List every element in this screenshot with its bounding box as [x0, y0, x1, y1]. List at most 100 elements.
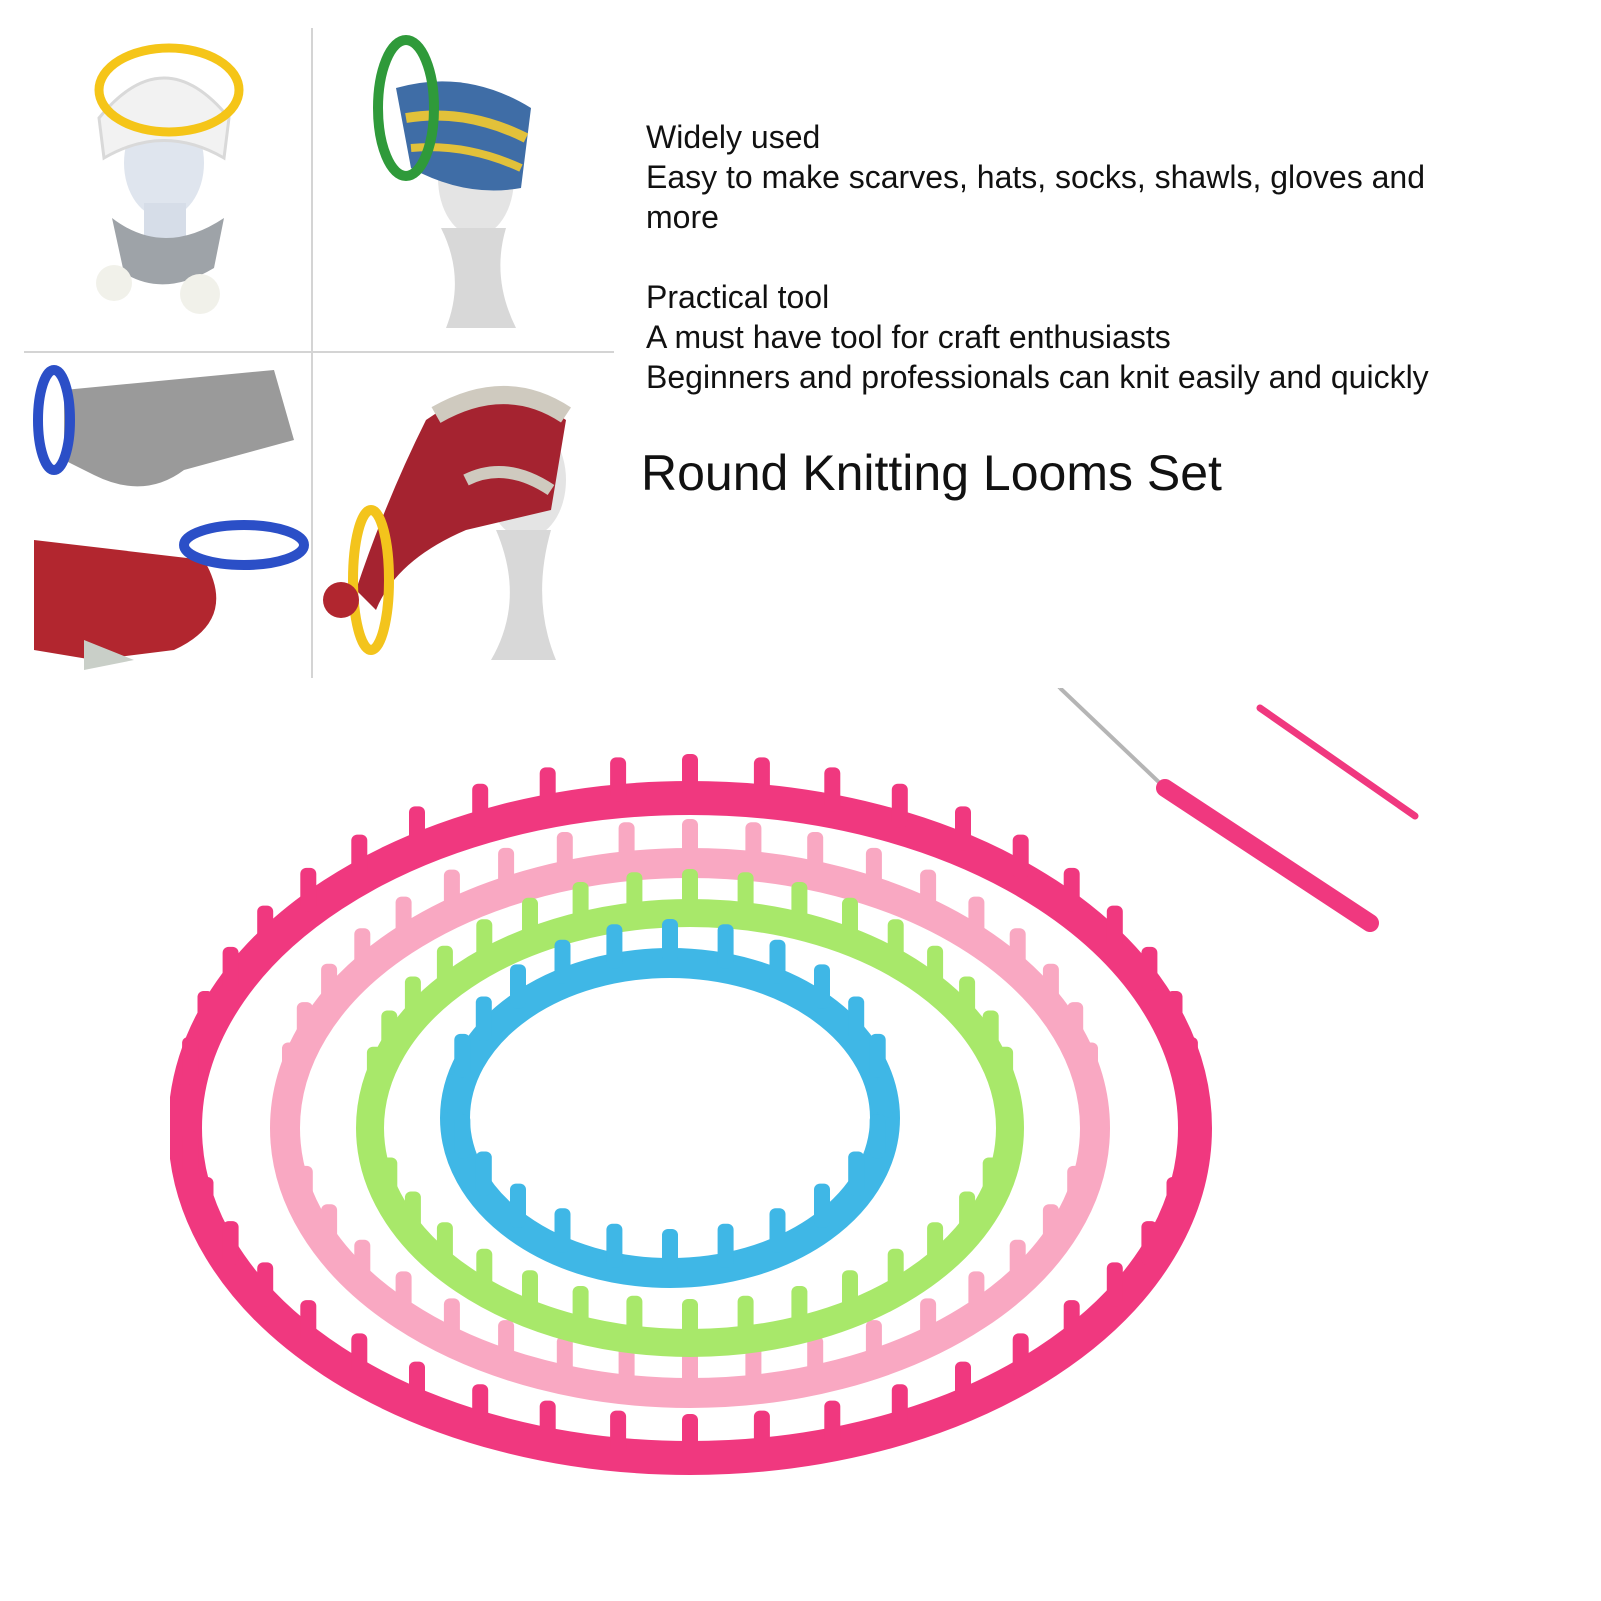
loom-peg [257, 1262, 274, 1307]
loom-peg [682, 1299, 698, 1343]
loom-peg [197, 1177, 214, 1221]
photo-knitted-socks [24, 360, 309, 678]
loom-peg [955, 806, 971, 851]
loom-peg [475, 1151, 492, 1196]
loom-peg [510, 964, 526, 1009]
loom-peg [354, 928, 371, 973]
loom-peg [436, 945, 453, 990]
loom-peg [443, 1298, 460, 1343]
loom-peg [682, 1414, 698, 1458]
loom-peg [920, 1298, 937, 1343]
loom-peg [791, 882, 808, 926]
loom-peg [539, 767, 556, 812]
loom-third [356, 869, 1024, 1357]
feature-text: more [646, 199, 719, 235]
loom-peg [1087, 1084, 1103, 1128]
loom-peg [177, 1084, 193, 1128]
loom-peg [472, 1384, 489, 1429]
loom-peg [182, 1037, 199, 1081]
loom-peg [1141, 946, 1158, 991]
loom-peg [556, 832, 573, 876]
loom-peg [737, 872, 754, 917]
loom-peg [300, 867, 317, 912]
loom-peg [824, 767, 841, 812]
loom-peg [472, 783, 489, 828]
loom-peg [814, 1183, 830, 1228]
loom-peg [968, 1271, 985, 1316]
loom-peg [539, 1400, 556, 1445]
loom-peg [498, 1320, 515, 1365]
loom-peg [257, 905, 274, 950]
loom-peg [769, 1208, 786, 1253]
loom-peg [1106, 905, 1123, 950]
loom-peg [807, 1336, 824, 1380]
loom-peg [395, 1271, 412, 1316]
loom-peg [222, 1221, 239, 1266]
loom-peg [968, 896, 985, 941]
loom-peg [891, 783, 908, 828]
feature-text: Beginners and professionals can knit eas… [646, 359, 1429, 395]
loom-peg [824, 1400, 841, 1445]
loom-peg [321, 1204, 338, 1249]
loom-peg [610, 1410, 627, 1455]
loom-peg [887, 1248, 904, 1293]
loom-peg [618, 822, 635, 867]
loom-peg [791, 1286, 808, 1330]
loom-peg [1082, 1125, 1098, 1170]
loom-peg [891, 1384, 908, 1429]
loom-peg [848, 996, 865, 1041]
photo-red-hat [316, 360, 614, 678]
feature-text: Easy to make scarves, hats, socks, shawl… [646, 159, 1425, 195]
loom-peg [682, 819, 698, 863]
loom-peg [877, 1074, 893, 1118]
loom-peg [842, 897, 858, 942]
loom-peg [381, 1157, 398, 1202]
loom-peg [1063, 867, 1080, 912]
loom-peg [959, 976, 976, 1021]
hat-scarf-mannequin-icon [94, 43, 244, 314]
loom-peg [1009, 1239, 1026, 1284]
yarn-needle-icon [1256, 704, 1419, 820]
loom-peg [366, 1046, 383, 1091]
loom-peg [1106, 1262, 1123, 1307]
loom-peg [626, 872, 643, 917]
loom-peg [476, 919, 493, 964]
loom-peg [409, 1361, 425, 1406]
loom-peg [887, 919, 904, 964]
loom-peg [769, 939, 786, 984]
loom-peg [354, 1239, 371, 1284]
loom-peg [959, 1191, 976, 1236]
loom-peg [296, 1002, 313, 1047]
loom-peg [282, 1042, 298, 1087]
loom-peg [404, 1191, 421, 1236]
loom-peg [277, 1084, 293, 1128]
loom-peg [682, 1349, 698, 1393]
loom-peg [1042, 1204, 1059, 1249]
loom-peg [982, 1010, 999, 1055]
loom-peg [282, 1125, 298, 1170]
loom-peg [869, 1114, 886, 1159]
loom-peg [606, 924, 623, 969]
loom-peg [737, 1295, 754, 1340]
loom-peg [351, 1333, 368, 1378]
product-photo-looms [170, 688, 1460, 1548]
loom-peg [920, 869, 937, 914]
loom-peg [753, 757, 770, 802]
loom-peg [606, 1223, 623, 1268]
feature-practical-tool: Practical tool A must have tool for craf… [646, 277, 1526, 397]
loom-peg [842, 1270, 858, 1315]
feature-text: A must have tool for craft enthusiasts [646, 319, 1171, 355]
loom-peg [807, 832, 824, 876]
loom-peg [717, 924, 734, 969]
usage-photo-grid [24, 28, 614, 678]
loom-peg [404, 976, 421, 1021]
loom-peg [476, 1248, 493, 1293]
loom-peg [362, 1084, 378, 1128]
loom-peg [1187, 1084, 1203, 1128]
loom-peg [395, 896, 412, 941]
loom-peg [556, 1336, 573, 1380]
loom-peg [436, 1222, 453, 1267]
loom-hook-icon [1057, 688, 1379, 932]
loom-peg [610, 757, 627, 802]
loom-peg [351, 834, 368, 879]
